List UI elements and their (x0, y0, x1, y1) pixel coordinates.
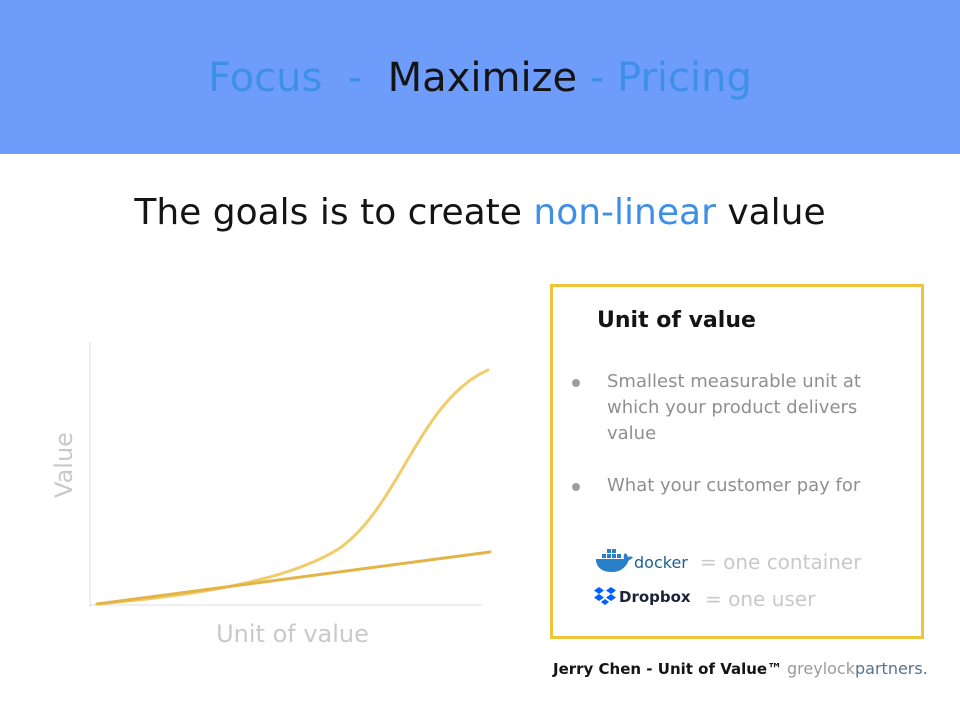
card-title: Unit of value (597, 308, 756, 333)
x-axis-label: Unit of value (216, 620, 369, 648)
dropbox-logo-text: Dropbox (619, 588, 691, 606)
subtitle-highlight: non-linear (533, 192, 716, 233)
header-focus: Focus - (208, 55, 375, 101)
linear-value-line (95, 550, 492, 606)
docker-equivalence: = one container (700, 550, 862, 574)
greylock-logo: greylockpartners. (787, 659, 928, 678)
docker-logo-text: docker (634, 553, 688, 572)
nonlinear-value-curve (95, 368, 490, 606)
header-pricing: - Pricing (577, 55, 752, 101)
dropbox-equivalence: = one user (705, 587, 816, 611)
y-axis-label: Value (50, 432, 78, 498)
unit-of-value-card (550, 284, 924, 639)
page-subtitle: The goals is to create non-linear value (0, 192, 960, 233)
header-banner: Focus - Maximize - Pricing (0, 0, 960, 154)
header-maximize: Maximize (374, 55, 578, 101)
bullet-dot (572, 483, 580, 491)
docker-whale-icon (596, 549, 633, 572)
bullet-smallest-unit: Smallest measurable unit at which your p… (607, 371, 861, 444)
footer-credit: Jerry Chen - Unit of Value™ (553, 660, 783, 678)
dropbox-box-icon (594, 587, 616, 605)
greylock-logo-strong: partners. (855, 659, 928, 678)
greylock-logo-light: greylock (787, 659, 855, 678)
subtitle-before: The goals is to create (134, 192, 534, 233)
header-title: Focus - Maximize - Pricing (0, 55, 960, 101)
subtitle-after: value (715, 192, 826, 233)
bullet-customer-pay: What your customer pay for (607, 475, 861, 496)
value-curve-diagram (89, 342, 492, 607)
bullet-dot (572, 379, 580, 387)
